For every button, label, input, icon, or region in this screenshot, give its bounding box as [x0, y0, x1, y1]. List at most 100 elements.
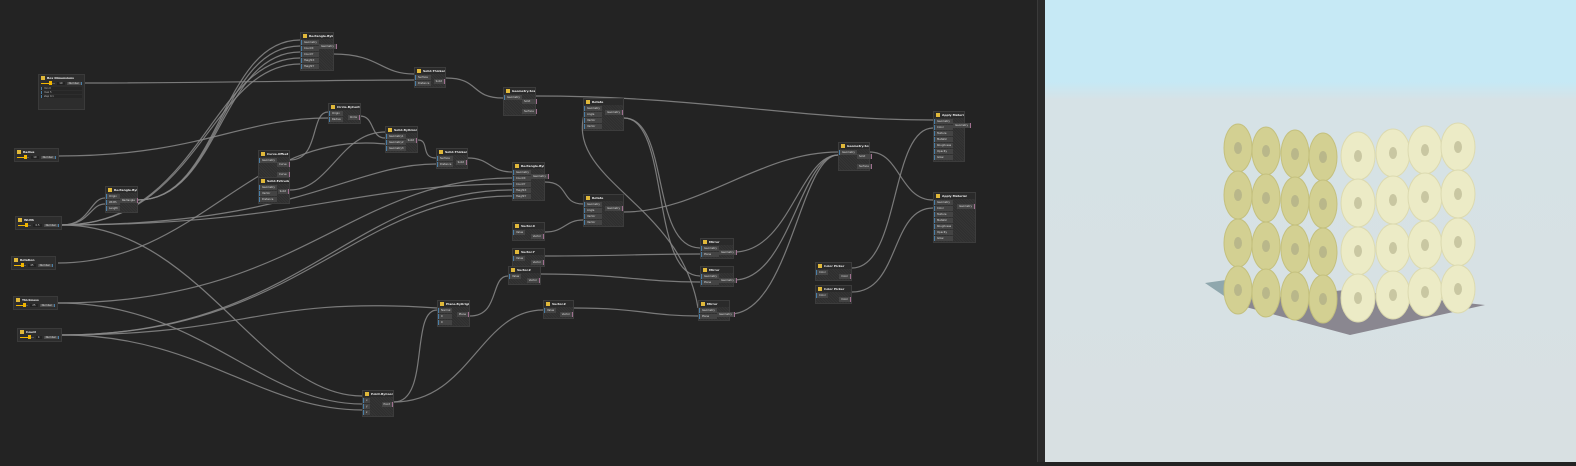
node-header[interactable]: Rectangle.ByCenter — [106, 187, 137, 193]
input-port[interactable]: 0 — [438, 320, 453, 325]
input-port[interactable]: Vector — [259, 191, 277, 196]
graph-node[interactable]: Geometry.ScaleGeometrySolidSurface — [503, 87, 537, 116]
output-port[interactable]: Solid — [433, 79, 445, 84]
node-header[interactable]: Vector.Z — [544, 301, 573, 307]
graph-node[interactable]: Point.ByCoordinatesxyzPoint — [362, 390, 394, 417]
input-port[interactable]: Color — [816, 293, 828, 298]
slider-handle[interactable] — [22, 303, 26, 308]
slider-value[interactable]: 10 — [57, 82, 65, 85]
graph-node[interactable]: Rectangle.ByGridGeometryCountXCountYHeig… — [512, 162, 549, 201]
slider-handle[interactable] — [27, 335, 31, 340]
output-port[interactable]: Number — [66, 82, 82, 85]
node-header[interactable]: Geometry.Scale — [839, 143, 869, 149]
input-port[interactable]: Texture — [934, 212, 954, 217]
output-port[interactable]: Color — [839, 297, 851, 302]
input-port[interactable]: Geometry — [701, 274, 719, 279]
output-port[interactable]: Vector — [526, 278, 540, 283]
input-port[interactable]: HeightX — [301, 58, 319, 63]
node-header[interactable]: Rotation — [12, 257, 55, 263]
input-port[interactable]: Geometry1 — [386, 134, 406, 139]
node-header[interactable]: Mirror — [699, 301, 729, 307]
input-port[interactable]: Geometry — [934, 119, 954, 124]
output-port[interactable]: Solid — [277, 189, 289, 194]
input-port[interactable]: Geometry — [584, 106, 602, 111]
output-port[interactable]: Vector — [530, 260, 544, 265]
node-header[interactable]: Thickness — [14, 297, 57, 303]
input-port[interactable]: Geometry — [259, 158, 277, 163]
input-port[interactable]: CountY — [513, 182, 531, 187]
number-slider-node[interactable]: Width 0.5 Number — [15, 216, 62, 230]
output-port[interactable]: Rectangle — [119, 198, 138, 203]
graph-node[interactable]: Geometry.ScaleGeometrySolidSurface — [838, 142, 872, 171]
output-port[interactable]: Vector — [530, 234, 544, 239]
output-port[interactable]: Number — [39, 304, 55, 307]
node-header[interactable]: Vector.X — [513, 223, 544, 229]
input-port[interactable]: Value — [544, 308, 557, 313]
output-port[interactable]: Geometry — [718, 278, 737, 283]
slider-value[interactable]: 4 — [35, 336, 42, 339]
output-port[interactable]: Number — [37, 264, 53, 267]
node-header[interactable]: Circle.ByCenter — [329, 104, 360, 110]
node-header[interactable]: Mirror — [701, 267, 733, 273]
node-header[interactable]: Point.ByCoordinates — [363, 391, 393, 397]
input-port[interactable]: Opacity — [934, 230, 954, 235]
node-header[interactable]: Box Dimensions — [39, 75, 84, 81]
node-header[interactable]: Rectangle.ByGrid — [301, 33, 333, 39]
input-port[interactable]: Geometry — [513, 170, 531, 175]
input-port[interactable]: Angle — [584, 112, 602, 117]
number-slider-node[interactable]: Radius 10 Number — [14, 148, 59, 162]
input-port[interactable]: Value — [513, 230, 526, 235]
output-port[interactable]: Solid — [455, 160, 467, 165]
input-port[interactable]: Plane — [701, 280, 719, 285]
slider-value[interactable]: 10 — [31, 156, 39, 159]
input-port[interactable]: Angle — [584, 208, 602, 213]
input-port[interactable]: Opacity — [934, 149, 954, 154]
input-port[interactable]: Geometry — [301, 40, 319, 45]
node-header[interactable]: Color Picker — [816, 263, 851, 269]
input-port[interactable]: Normal — [438, 308, 453, 313]
node-header[interactable]: Width — [16, 217, 61, 223]
input-port[interactable]: Vector — [584, 118, 602, 123]
graph-node[interactable]: Apply MaterialGeometryColorTextureMetall… — [933, 111, 972, 162]
input-port[interactable]: Glow — [934, 236, 954, 241]
output-port[interactable]: Geometry — [530, 174, 549, 179]
output-port[interactable]: Number — [40, 156, 56, 159]
range-field[interactable]: max 5 — [41, 91, 82, 94]
graph-node[interactable]: Rectangle.ByGridGeometryCountXCountYHeig… — [300, 32, 337, 71]
node-header[interactable]: Vector.Y — [513, 249, 544, 255]
output-port[interactable]: Surface — [856, 164, 872, 169]
input-port[interactable]: Geometry — [504, 95, 522, 100]
slider-handle[interactable] — [25, 223, 29, 228]
input-port[interactable]: y — [363, 404, 370, 409]
input-port[interactable]: Distance — [259, 197, 277, 202]
slider-value[interactable]: 0.5 — [33, 224, 42, 227]
input-port[interactable]: Geometry — [259, 185, 277, 190]
output-port[interactable]: Vector — [559, 312, 573, 317]
output-port[interactable]: Plane — [456, 312, 469, 317]
input-port[interactable]: Color — [816, 270, 828, 275]
input-port[interactable]: Roughness — [934, 143, 954, 148]
input-port[interactable]: Geometry — [584, 202, 602, 207]
slider-track[interactable] — [41, 81, 56, 86]
slider-track[interactable] — [20, 335, 34, 340]
slider-handle[interactable] — [20, 263, 24, 268]
node-header[interactable]: Color Picker — [816, 286, 851, 292]
slider-handle[interactable] — [48, 81, 52, 86]
input-port[interactable]: Geometry — [701, 246, 719, 251]
input-port[interactable]: Geometry — [839, 150, 857, 155]
node-header[interactable]: Apply Material — [934, 112, 964, 118]
input-port[interactable]: Surface — [415, 75, 432, 80]
node-header[interactable]: Solid.Thicken — [415, 68, 445, 74]
slider-value[interactable]: 45 — [28, 264, 36, 267]
input-port[interactable]: Plane — [699, 314, 717, 319]
